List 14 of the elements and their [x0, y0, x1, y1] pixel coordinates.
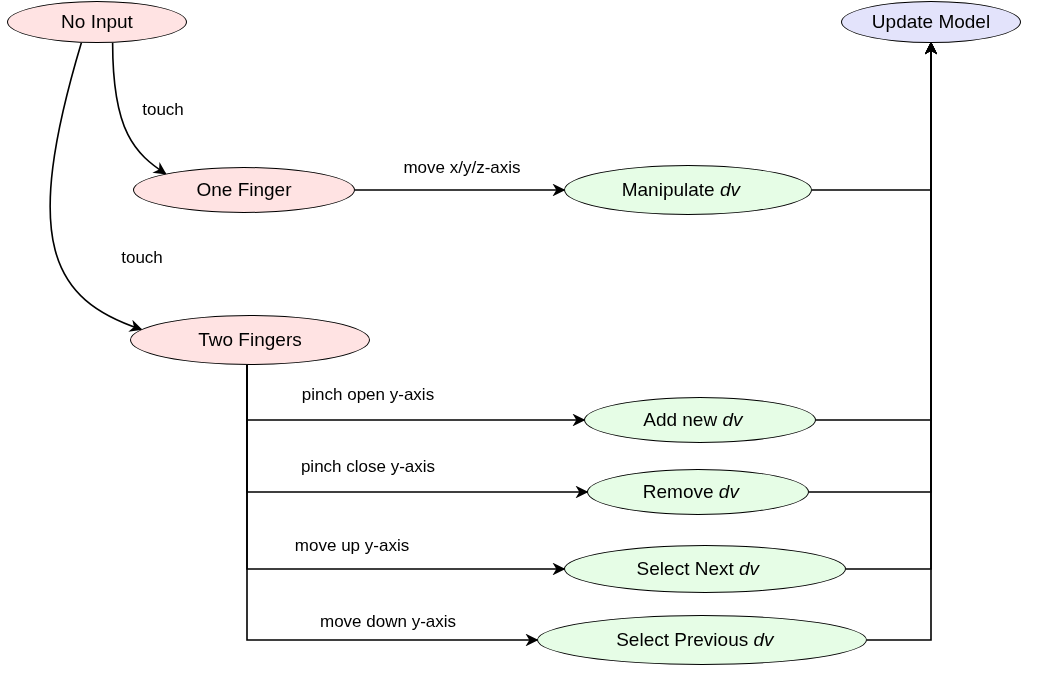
- arrow: [49, 41, 143, 332]
- node-label: Select Previous dv⃗: [616, 627, 788, 652]
- node-label: Two Fingers: [198, 327, 302, 352]
- state-ellipse: [130, 315, 370, 365]
- node-label: Select Next dv⃗: [636, 556, 774, 581]
- arrow: [354, 183, 566, 197]
- node-label: Add new dv⃗: [643, 407, 757, 432]
- node-label: Manipulate dv⃗: [621, 177, 755, 202]
- node-label: One Finger: [196, 177, 292, 202]
- node-label: Update Model: [871, 9, 991, 34]
- node-label: No Input: [61, 9, 133, 34]
- node-label: Remove dv⃗: [642, 479, 754, 504]
- arrow: [866, 41, 938, 641]
- arrow: [111, 41, 167, 175]
